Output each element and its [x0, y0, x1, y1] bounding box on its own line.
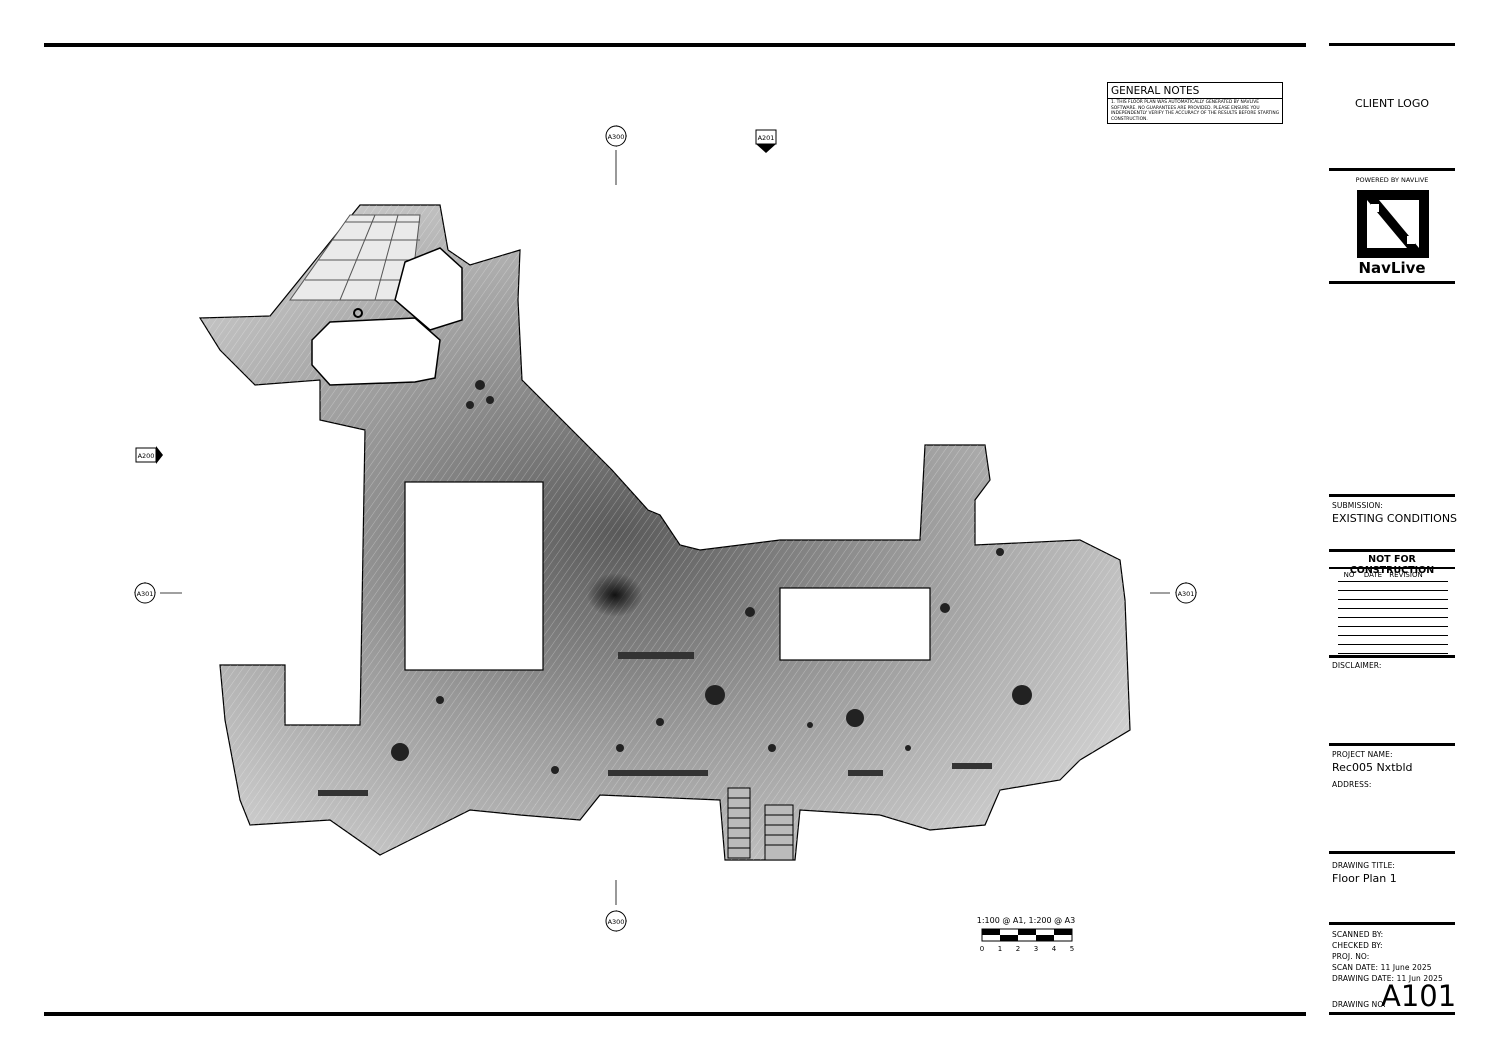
- general-notes-line: INDEPENDENTLY VERIFY THE ACCURACY OF THE…: [1111, 111, 1280, 117]
- marker-label: A301: [137, 590, 154, 598]
- revision-row: [1338, 609, 1448, 618]
- tb-rule: [1329, 655, 1455, 658]
- project-name-label: PROJECT NAME:: [1332, 750, 1393, 759]
- revision-row: [1338, 618, 1448, 627]
- checked-by-label: CHECKED BY:: [1332, 941, 1383, 950]
- submission-value: EXISTING CONDITIONS: [1332, 512, 1458, 525]
- not-for-construction-label: NOT FOR CONSTRUCTION: [1349, 554, 1435, 576]
- drawing-title-label: DRAWING TITLE:: [1332, 861, 1396, 870]
- general-notes-line: 1. THIS FLOOR PLAN WAS AUTOMATICALLY GEN…: [1111, 100, 1260, 105]
- tb-rule: [1329, 43, 1455, 46]
- revision-table: NO DATE REVISION: [1338, 571, 1448, 654]
- proj-no-label: PROJ. NO:: [1332, 952, 1370, 961]
- navlive-logo-icon: [1357, 190, 1429, 258]
- floor-plan-drawing: A300 A201 A200 A301 A301 A300 1:100 @ A1…: [134, 125, 1197, 953]
- powered-by-label: POWERED BY NAVLIVE: [1355, 176, 1429, 184]
- courtyard-left: [404, 481, 544, 671]
- disclaimer-label: DISCLAIMER:: [1332, 661, 1382, 670]
- marker-label: A200: [138, 452, 155, 460]
- section-lines: [160, 150, 1170, 905]
- tb-rule: [1329, 549, 1455, 552]
- scanned-by-label: SCANNED BY:: [1332, 930, 1384, 939]
- general-notes-box: GENERAL NOTES 1. THIS FLOOR PLAN WAS AUT…: [1107, 82, 1283, 124]
- section-marker-a301-right[interactable]: A301: [1175, 582, 1197, 604]
- marker-label: A301: [1178, 590, 1195, 598]
- submission-label: SUBMISSION:: [1332, 501, 1383, 510]
- sheet-bottom-rule: [44, 1012, 1306, 1016]
- revision-row: [1338, 582, 1448, 591]
- octagon-room: [311, 317, 441, 386]
- revision-row: [1338, 627, 1448, 636]
- sheet-top-rule: [44, 43, 1306, 47]
- marker-label: A300: [608, 133, 625, 141]
- section-marker-a201[interactable]: A201: [755, 129, 777, 153]
- drawing-no-label: DRAWING NO:: [1332, 1000, 1386, 1009]
- scale-tick: 2: [1016, 945, 1020, 953]
- revision-header-row: NO DATE REVISION: [1338, 571, 1448, 582]
- scan-date: SCAN DATE: 11 June 2025: [1332, 963, 1432, 972]
- tb-rule: [1329, 281, 1455, 284]
- tiled-room: [289, 214, 421, 301]
- revision-row: [1338, 591, 1448, 600]
- revision-header-date: DATE: [1363, 571, 1383, 579]
- marker-label: A201: [758, 134, 775, 142]
- floor-plan-scan: [198, 204, 1131, 861]
- general-notes-line: SOFTWARE. NO GUARANTEES ARE PROVIDED. PL…: [1111, 105, 1260, 111]
- address-label: ADDRESS:: [1332, 780, 1372, 789]
- project-name-value: Rec005 Nxtbld: [1332, 761, 1413, 774]
- navlive-brand-name: NavLive: [1358, 259, 1426, 277]
- client-logo: CLIENT LOGO: [1354, 97, 1430, 110]
- general-notes-line: CONSTRUCTION.: [1111, 116, 1148, 122]
- tb-rule: [1329, 494, 1455, 497]
- counters: [318, 652, 992, 796]
- marker-label: A300: [608, 918, 625, 926]
- tb-rule: [1329, 922, 1455, 925]
- scale-tick: 0: [980, 945, 984, 953]
- drawing-title-value: Floor Plan 1: [1332, 872, 1397, 885]
- scale-bar: 1:100 @ A1, 1:200 @ A3 0 1 2 3 4 5: [977, 916, 1076, 953]
- scale-bar-label: 1:100 @ A1, 1:200 @ A3: [977, 916, 1076, 925]
- drawing-no-value: A101: [1381, 979, 1457, 1013]
- section-marker-a301-left[interactable]: A301: [134, 582, 156, 604]
- drawing-date: DRAWING DATE: 11 Jun 2025: [1332, 974, 1443, 983]
- revision-row: [1338, 600, 1448, 609]
- scale-tick: 5: [1070, 945, 1074, 953]
- tb-rule: [1329, 567, 1455, 569]
- general-notes-title: GENERAL NOTES: [1108, 85, 1282, 99]
- tb-rule: [1329, 851, 1455, 854]
- furniture: [353, 308, 1032, 774]
- tb-rule: [1329, 743, 1455, 746]
- revision-header-revision: REVISION: [1389, 571, 1423, 579]
- section-marker-a300-top[interactable]: A300: [605, 125, 627, 147]
- scale-tick: 4: [1052, 945, 1057, 953]
- scale-tick: 3: [1034, 945, 1038, 953]
- stairs: [727, 787, 794, 861]
- revision-row: [1338, 645, 1448, 654]
- courtyard-right: [779, 587, 931, 661]
- revision-row: [1338, 636, 1448, 645]
- scale-tick: 1: [998, 945, 1002, 953]
- tb-rule: [1329, 1012, 1455, 1015]
- tb-rule: [1329, 168, 1455, 171]
- section-marker-a300-bottom[interactable]: A300: [605, 910, 627, 932]
- section-marker-a200[interactable]: A200: [135, 446, 163, 464]
- revision-header-no: NO: [1343, 571, 1355, 579]
